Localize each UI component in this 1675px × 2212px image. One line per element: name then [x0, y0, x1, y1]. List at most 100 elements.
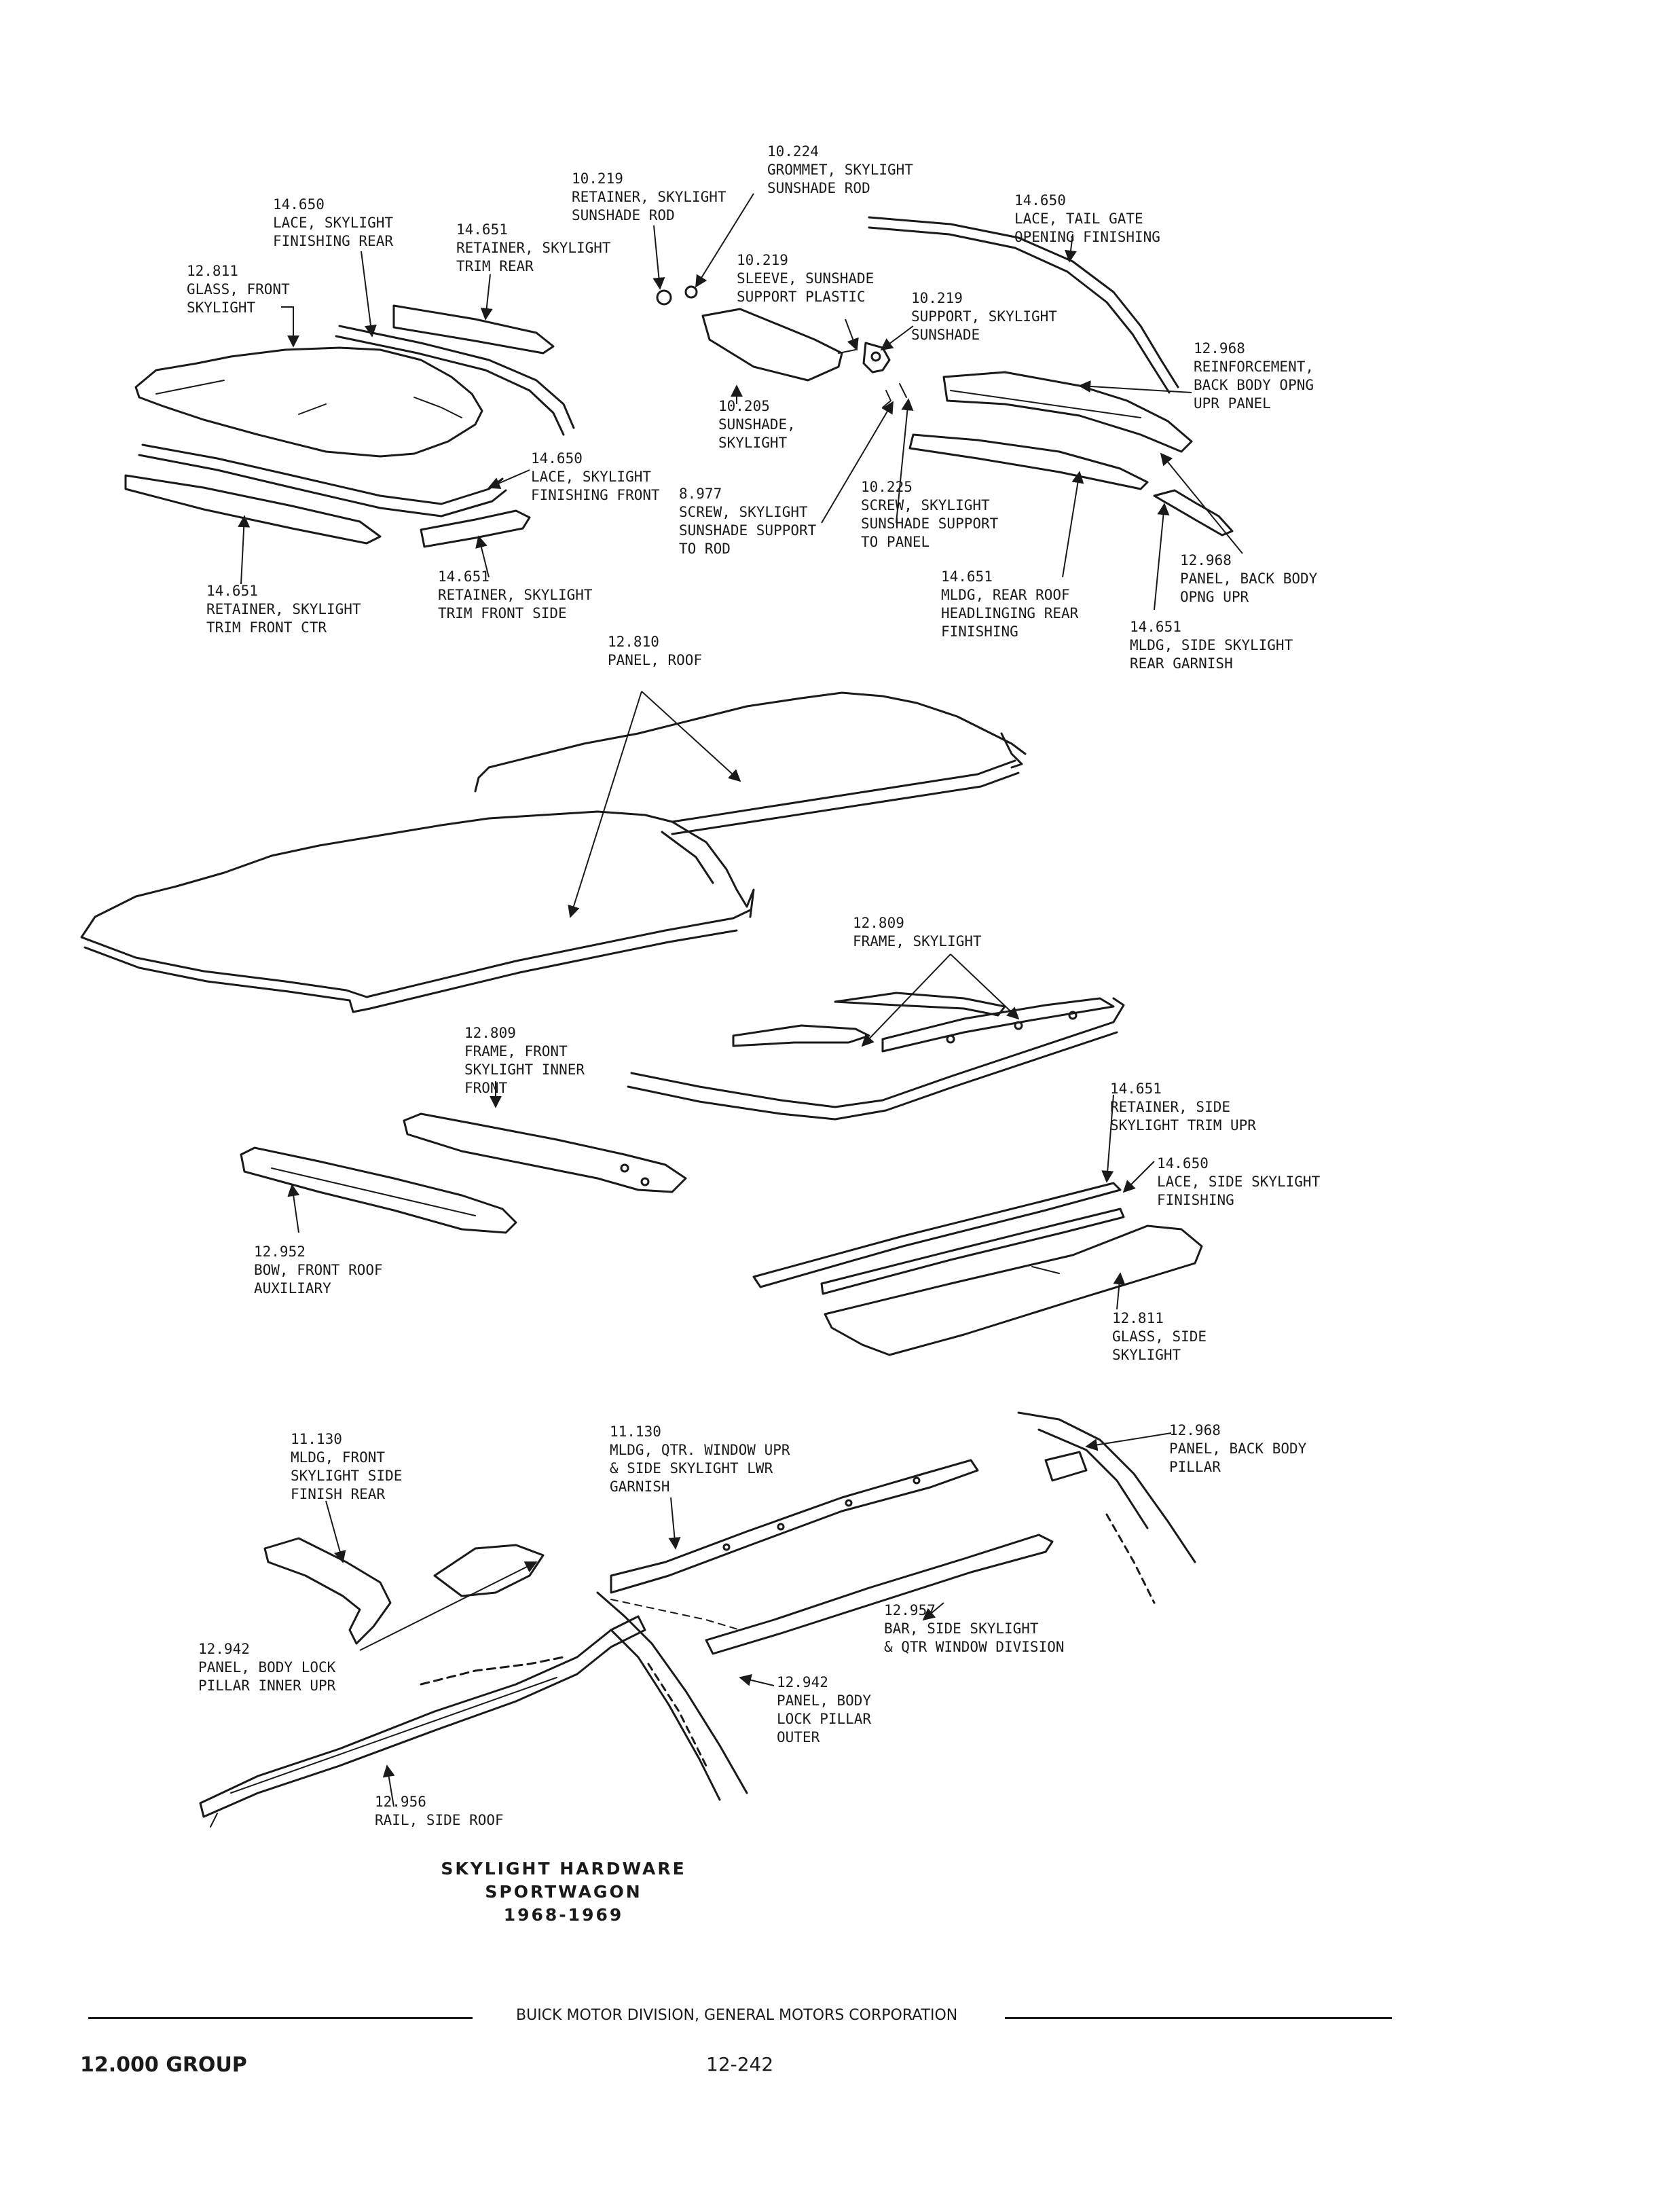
part-number: 14.650 — [531, 450, 583, 467]
callout-retainer-skylight-sunshade-rod: 10.219 RETAINER, SKYLIGHT SUNSHADE ROD — [572, 170, 726, 225]
part-description: TO PANEL — [861, 534, 930, 550]
skylight-trim-front-parts — [124, 443, 531, 548]
side-skylight-glass-part — [824, 1225, 1203, 1356]
part-number: 12.957 — [884, 1602, 936, 1618]
callout-panel-back-body-opng-upr: 12.968 PANEL, BACK BODY OPNG UPR — [1180, 551, 1317, 606]
part-description: PANEL, BACK BODY — [1180, 570, 1318, 587]
part-number: 12.942 — [777, 1674, 828, 1690]
part-number: 12.956 — [375, 1794, 426, 1810]
part-description: SCREW, SKYLIGHT — [861, 497, 990, 513]
callout-retainer-side-skylight-trim-upr: 14.651 RETAINER, SIDE SKYLIGHT TRIM UPR — [1110, 1080, 1256, 1135]
callout-mldg-front-skylight-side-finish: 11.130 MLDG, FRONT SKYLIGHT SIDE FINISH … — [291, 1430, 402, 1504]
front-skylight-side-finish-part — [263, 1537, 392, 1645]
part-description: SUNSHADE SUPPORT — [679, 522, 817, 539]
callout-frame-front-skylight-inner: 12.809 FRAME, FRONT SKYLIGHT INNER FRONT — [464, 1024, 585, 1098]
part-number: 14.651 — [206, 583, 258, 599]
callout-retainer-skylight-trim-rear: 14.651 RETAINER, SKYLIGHT TRIM REAR — [456, 221, 611, 276]
sunshade-assembly — [656, 285, 907, 408]
part-description: PANEL, BODY — [777, 1692, 872, 1709]
figure-caption: SKYLIGHT HARDWARE SPORTWAGON 1968-1969 — [0, 1857, 1127, 1927]
part-description: LACE, TAIL GATE — [1014, 211, 1143, 227]
part-description: SKYLIGHT — [718, 435, 788, 451]
callout-lace-skylight-finishing-rear: 14.650 LACE, SKYLIGHT FINISHING REAR — [273, 196, 393, 251]
part-description: OUTER — [777, 1729, 820, 1745]
callout-bar-side-skylight-division: 12.957 BAR, SIDE SKYLIGHT & QTR WINDOW D… — [884, 1601, 1065, 1656]
footer-division: BUICK MOTOR DIVISION, GENERAL MOTORS COR… — [516, 2007, 958, 2024]
qtr-window-molding-part — [610, 1459, 979, 1594]
part-description: FINISHING FRONT — [531, 487, 660, 503]
callout-sleeve-sunshade-support: 10.219 SLEEVE, SUNSHADE SUPPORT PLASTIC — [737, 251, 874, 306]
part-number: 14.650 — [1157, 1155, 1209, 1172]
side-skylight-division-bar-part — [705, 1534, 1054, 1655]
callout-lace-skylight-finishing-front: 14.650 LACE, SKYLIGHT FINISHING FRONT — [531, 450, 660, 505]
part-number: 14.651 — [1130, 619, 1181, 635]
part-number: 12.968 — [1180, 552, 1232, 568]
part-number: 12.809 — [464, 1025, 516, 1041]
part-number: 12.968 — [1194, 340, 1245, 357]
part-number: 10.225 — [861, 479, 913, 495]
part-description: RAIL, SIDE ROOF — [375, 1812, 504, 1828]
part-description: LACE, SIDE SKYLIGHT — [1157, 1174, 1321, 1190]
front-skylight-glass-part — [134, 346, 483, 458]
part-description: SKYLIGHT INNER — [464, 1062, 585, 1078]
front-roof-bow-part — [240, 1146, 517, 1234]
callout-grommet-skylight-sunshade-rod: 10.224 GROMMET, SKYLIGHT SUNSHADE ROD — [767, 143, 913, 198]
part-description: REAR GARNISH — [1130, 655, 1233, 672]
part-description: SKYLIGHT SIDE — [291, 1468, 403, 1484]
part-description: PANEL, BODY LOCK — [198, 1659, 336, 1675]
part-description: MLDG, REAR ROOF — [941, 587, 1070, 603]
part-description: RETAINER, SKYLIGHT — [438, 587, 593, 603]
callout-glass-front-skylight: 12.811 GLASS, FRONT SKYLIGHT — [187, 262, 290, 317]
part-description: MLDG, FRONT — [291, 1449, 386, 1466]
tailgate-opening-lace-part — [868, 216, 1179, 394]
part-description: SUPPORT, SKYLIGHT — [911, 308, 1057, 325]
part-number: 10.219 — [572, 170, 623, 187]
part-description: LOCK PILLAR — [777, 1711, 872, 1727]
part-description: GROMMET, SKYLIGHT — [767, 162, 913, 178]
part-number: 10.219 — [911, 290, 963, 306]
part-description: OPENING FINISHING — [1014, 229, 1160, 245]
part-description: GLASS, SIDE — [1112, 1328, 1207, 1345]
part-description: GLASS, FRONT — [187, 281, 290, 297]
part-description: UPR PANEL — [1194, 395, 1271, 412]
part-description: REINFORCEMENT, — [1194, 359, 1314, 375]
part-description: RETAINER, SKYLIGHT — [206, 601, 361, 617]
part-description: PANEL, ROOF — [608, 652, 703, 668]
footer-rule-left — [88, 2017, 473, 2019]
part-description: SUPPORT PLASTIC — [737, 289, 866, 305]
callout-mldg-side-skylight-rear-garnish: 14.651 MLDG, SIDE SKYLIGHT REAR GARNISH — [1130, 618, 1293, 673]
part-description: TRIM FRONT SIDE — [438, 605, 567, 621]
callout-retainer-skylight-trim-front-ctr: 14.651 RETAINER, SKYLIGHT TRIM FRONT CTR — [206, 582, 361, 637]
callout-screw-sunshade-support-to-panel: 10.225 SCREW, SKYLIGHT SUNSHADE SUPPORT … — [861, 478, 998, 551]
part-description: & QTR WINDOW DIVISION — [884, 1639, 1065, 1655]
callout-mldg-qtr-window-upr-garnish: 11.130 MLDG, QTR. WINDOW UPR & SIDE SKYL… — [610, 1423, 790, 1496]
part-number: 12.968 — [1169, 1422, 1221, 1438]
callout-panel-body-lock-pillar-outer: 12.942 PANEL, BODY LOCK PILLAR OUTER — [777, 1673, 871, 1747]
back-body-pillar-part — [1017, 1411, 1196, 1604]
part-description: SUNSHADE, — [718, 416, 796, 433]
callout-support-skylight-sunshade: 10.219 SUPPORT, SKYLIGHT SUNSHADE — [911, 289, 1057, 344]
part-description: FRONT — [464, 1080, 508, 1096]
part-number: 10.219 — [737, 252, 788, 268]
part-number: 12.952 — [254, 1244, 306, 1260]
part-description: TRIM REAR — [456, 258, 534, 274]
body-lock-pillar-inner-part — [433, 1544, 545, 1597]
part-number: 14.650 — [273, 196, 325, 213]
part-number: 14.650 — [1014, 192, 1066, 208]
part-description: RETAINER, SKYLIGHT — [572, 189, 726, 205]
part-description: RETAINER, SKYLIGHT — [456, 240, 611, 256]
footer-group: 12.000 GROUP — [80, 2053, 247, 2077]
part-number: 14.651 — [1110, 1081, 1162, 1097]
side-skylight-retainer-lace-part — [752, 1182, 1125, 1295]
part-description: TO ROD — [679, 541, 731, 557]
callout-frame-skylight: 12.809 FRAME, SKYLIGHT — [853, 914, 982, 951]
callout-sunshade-skylight: 10.205 SUNSHADE, SKYLIGHT — [718, 397, 796, 452]
part-description: AUXILIARY — [254, 1280, 331, 1297]
part-description: TRIM FRONT CTR — [206, 619, 327, 636]
caption-years: 1968-1969 — [503, 1905, 624, 1925]
part-number: 14.651 — [438, 568, 490, 585]
part-description: FINISHING REAR — [273, 233, 394, 249]
callout-rail-side-roof: 12.956 RAIL, SIDE ROOF — [375, 1793, 504, 1830]
part-description: PILLAR — [1169, 1459, 1221, 1475]
